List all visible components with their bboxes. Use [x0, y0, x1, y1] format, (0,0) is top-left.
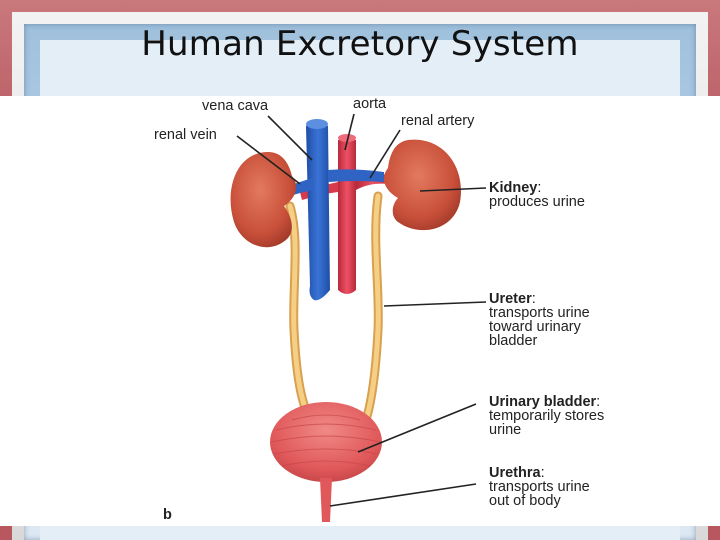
bladder-desc-1: temporarily stores	[489, 408, 605, 424]
ureter-name: Ureter	[489, 291, 532, 307]
kidney-colon: :	[537, 180, 542, 196]
ureter-desc-3: bladder	[489, 333, 538, 349]
urethra-colon: :	[540, 465, 545, 481]
ureter-label: Ureter: transports urine toward urinary …	[489, 291, 590, 349]
ureter-colon: :	[531, 291, 536, 307]
right-kidney	[383, 139, 461, 231]
bladder-name: Urinary bladder	[489, 394, 597, 410]
urethra-desc-2: out of body	[489, 493, 561, 509]
renal-vein-label: renal vein	[154, 127, 217, 143]
panel-letter: b	[163, 507, 172, 523]
kidney-name: Kidney	[489, 180, 538, 196]
urinary-bladder	[270, 402, 382, 482]
urethra-desc-1: transports urine	[489, 479, 590, 495]
urethra-label: Urethra: transports urine out of body	[489, 465, 590, 509]
ureter-desc-1: transports urine	[489, 305, 590, 321]
kidney-desc-1: produces urine	[489, 194, 585, 210]
kidney-label: Kidney: produces urine	[489, 180, 585, 210]
aorta	[338, 140, 356, 294]
urethra-name: Urethra	[489, 465, 541, 481]
left-kidney	[230, 152, 297, 248]
aorta-label: aorta	[353, 96, 387, 112]
slide-title: Human Excretory System	[141, 24, 579, 64]
bladder-colon: :	[596, 394, 601, 410]
bladder-label: Urinary bladder: temporarily stores urin…	[489, 394, 605, 438]
ureter-desc-2: toward urinary	[489, 319, 581, 335]
excretory-diagram	[230, 113, 487, 522]
renal-artery-label: renal artery	[401, 113, 475, 129]
urethra	[320, 478, 332, 522]
vena-cava	[306, 122, 330, 301]
anatomy-figure	[0, 96, 720, 526]
vena-cava-label: vena cava	[202, 98, 269, 114]
bladder-desc-2: urine	[489, 422, 522, 438]
